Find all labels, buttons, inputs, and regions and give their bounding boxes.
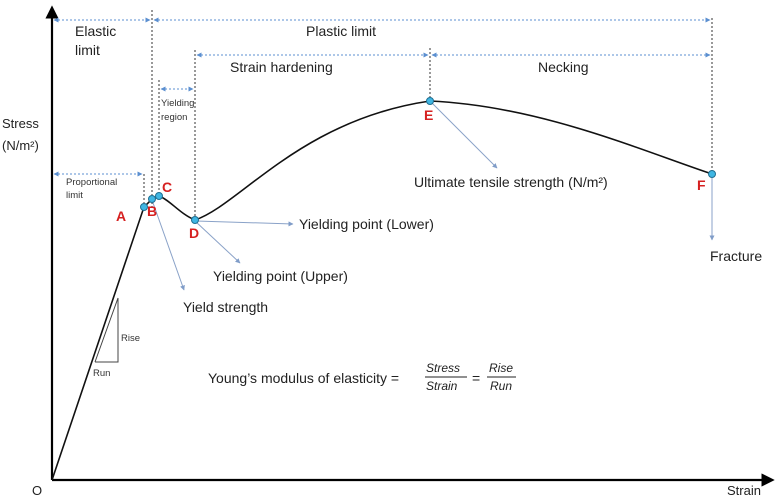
label-rise: Rise [121,333,140,344]
label-yielding-upper: Yielding point (Upper) [213,268,348,284]
label-strain-hardening: Strain hardening [230,59,333,75]
formula-stress: Stress [426,361,460,375]
label-uts: Ultimate tensile strength (N/m²) [414,174,608,190]
formula-text: Young’s modulus of elasticity = [208,370,399,386]
label-yield-strength: Yield strength [183,299,268,315]
point-e [426,97,434,105]
label-yielding-1: Yielding [161,98,194,109]
point-d [191,216,199,224]
formula-run: Run [490,379,512,393]
label-proportional-2: limit [66,190,83,201]
origin-label: O [32,483,42,498]
formula-rise: Rise [489,361,513,375]
stress-strain-curve [51,100,713,481]
point-b [148,195,156,203]
formula-strain: Strain [426,379,458,393]
label-elastic-1: Elastic [75,23,116,39]
formula-equals: = [472,370,480,386]
point-c [155,192,163,200]
letter-b: B [147,203,157,219]
pointer-uts [429,100,498,169]
label-yielding-lower: Yielding point (Lower) [299,216,434,232]
pointer-yielding-lower [195,220,294,227]
letter-d: D [189,225,199,241]
point-a [140,203,148,211]
label-run: Run [93,368,110,379]
letter-f: F [697,177,706,193]
point-f [708,170,716,178]
label-proportional-1: Proportional [66,177,117,188]
label-elastic-2: limit [75,42,100,58]
pointer-yielding-upper [194,220,241,264]
letter-a: A [116,208,126,224]
pointer-yield-strength [151,199,185,291]
label-yielding-2: region [161,112,187,123]
letter-e: E [424,107,433,123]
rise-run-triangle [94,297,119,363]
label-necking: Necking [538,59,589,75]
y-axis-label-2: (N/m²) [2,138,39,153]
y-axis-label-1: Stress [2,116,39,131]
letter-c: C [162,179,172,195]
x-axis-label: Strain [727,483,761,498]
label-fracture: Fracture [710,248,762,264]
label-plastic: Plastic limit [306,23,376,39]
